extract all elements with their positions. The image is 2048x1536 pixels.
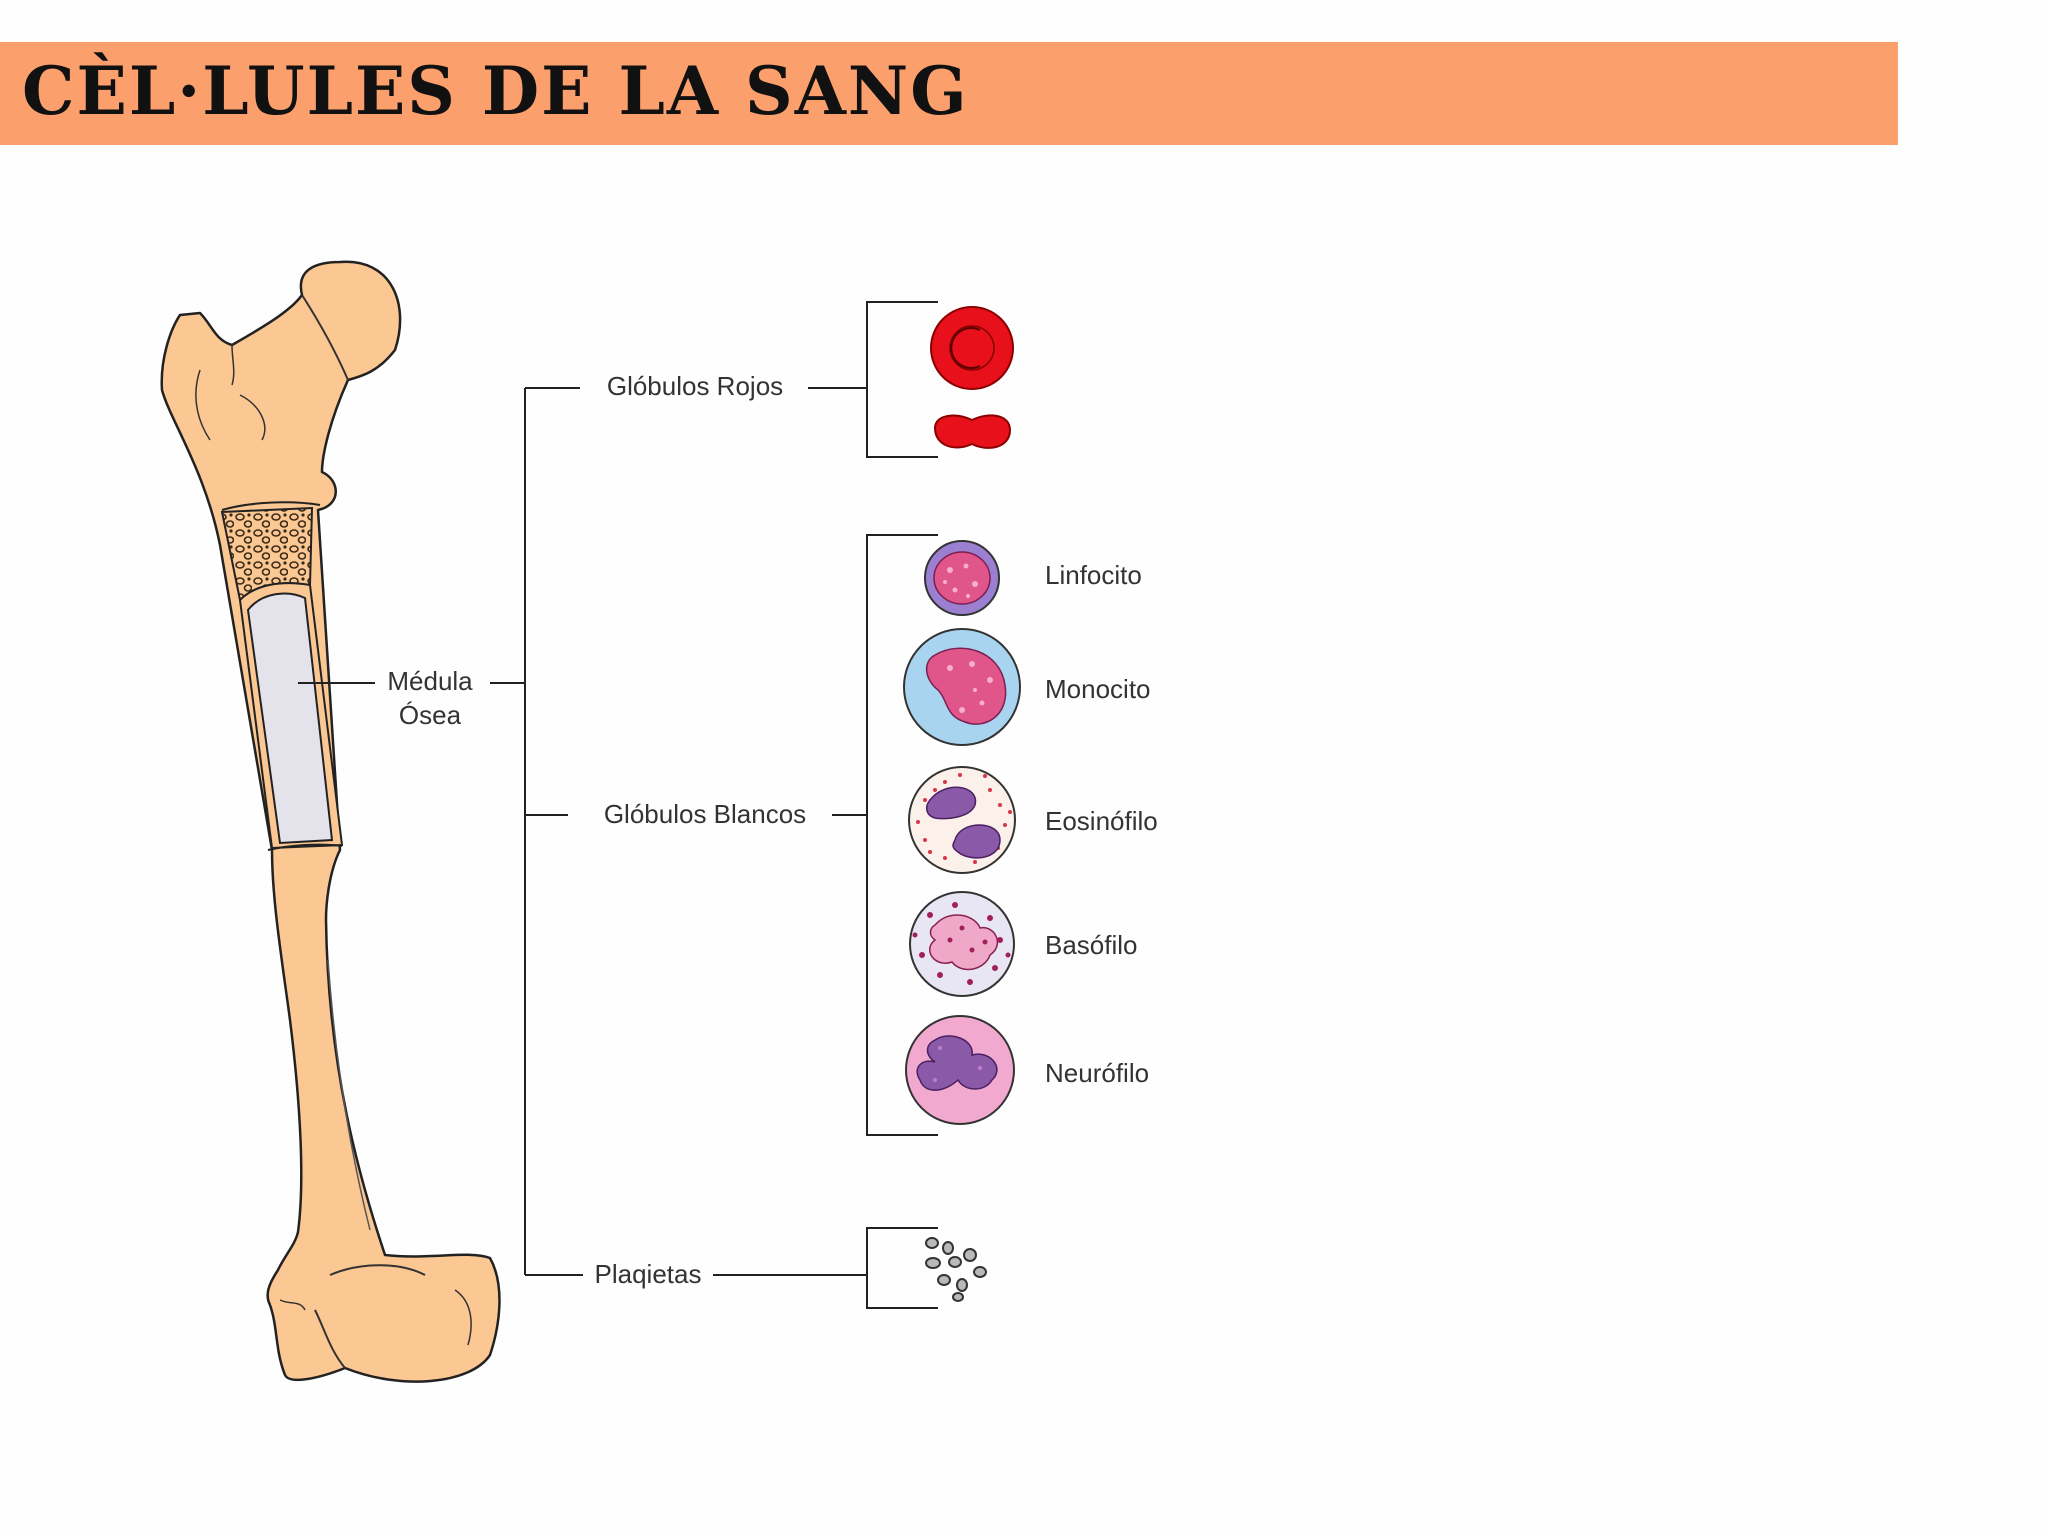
label-eosinofilo: Eosinófilo (1045, 806, 1158, 836)
label-plaqietas: Plaqietas (595, 1259, 702, 1289)
femur-bone (160, 260, 501, 1383)
page-title: CÈL·LULES DE LA SANG (22, 52, 969, 130)
label-monocito: Monocito (1045, 674, 1151, 704)
bone-marrow-cavity (246, 592, 334, 845)
label-globulos-blancos: Glóbulos Blancos (604, 799, 806, 829)
linfocito-cell (924, 540, 1000, 616)
label-neurofilo: Neurófilo (1045, 1058, 1149, 1088)
neurofilo-cell (905, 1015, 1015, 1125)
basofilo-cell (909, 891, 1015, 997)
label-globulos-rojos: Glóbulos Rojos (607, 371, 783, 401)
eosinofilo-cell (908, 766, 1016, 874)
red-blood-cell-side (933, 414, 1012, 449)
platelets (925, 1237, 987, 1302)
label-medula-line2: Ósea (399, 700, 462, 730)
title-bar (0, 42, 1898, 145)
connector-lines (298, 301, 938, 1309)
label-medula-line1: Médula (387, 666, 473, 696)
label-linfocito: Linfocito (1045, 560, 1142, 590)
monocito-cell (903, 628, 1021, 746)
red-blood-cell-front (930, 306, 1014, 390)
label-basofilo: Basófilo (1045, 930, 1138, 960)
